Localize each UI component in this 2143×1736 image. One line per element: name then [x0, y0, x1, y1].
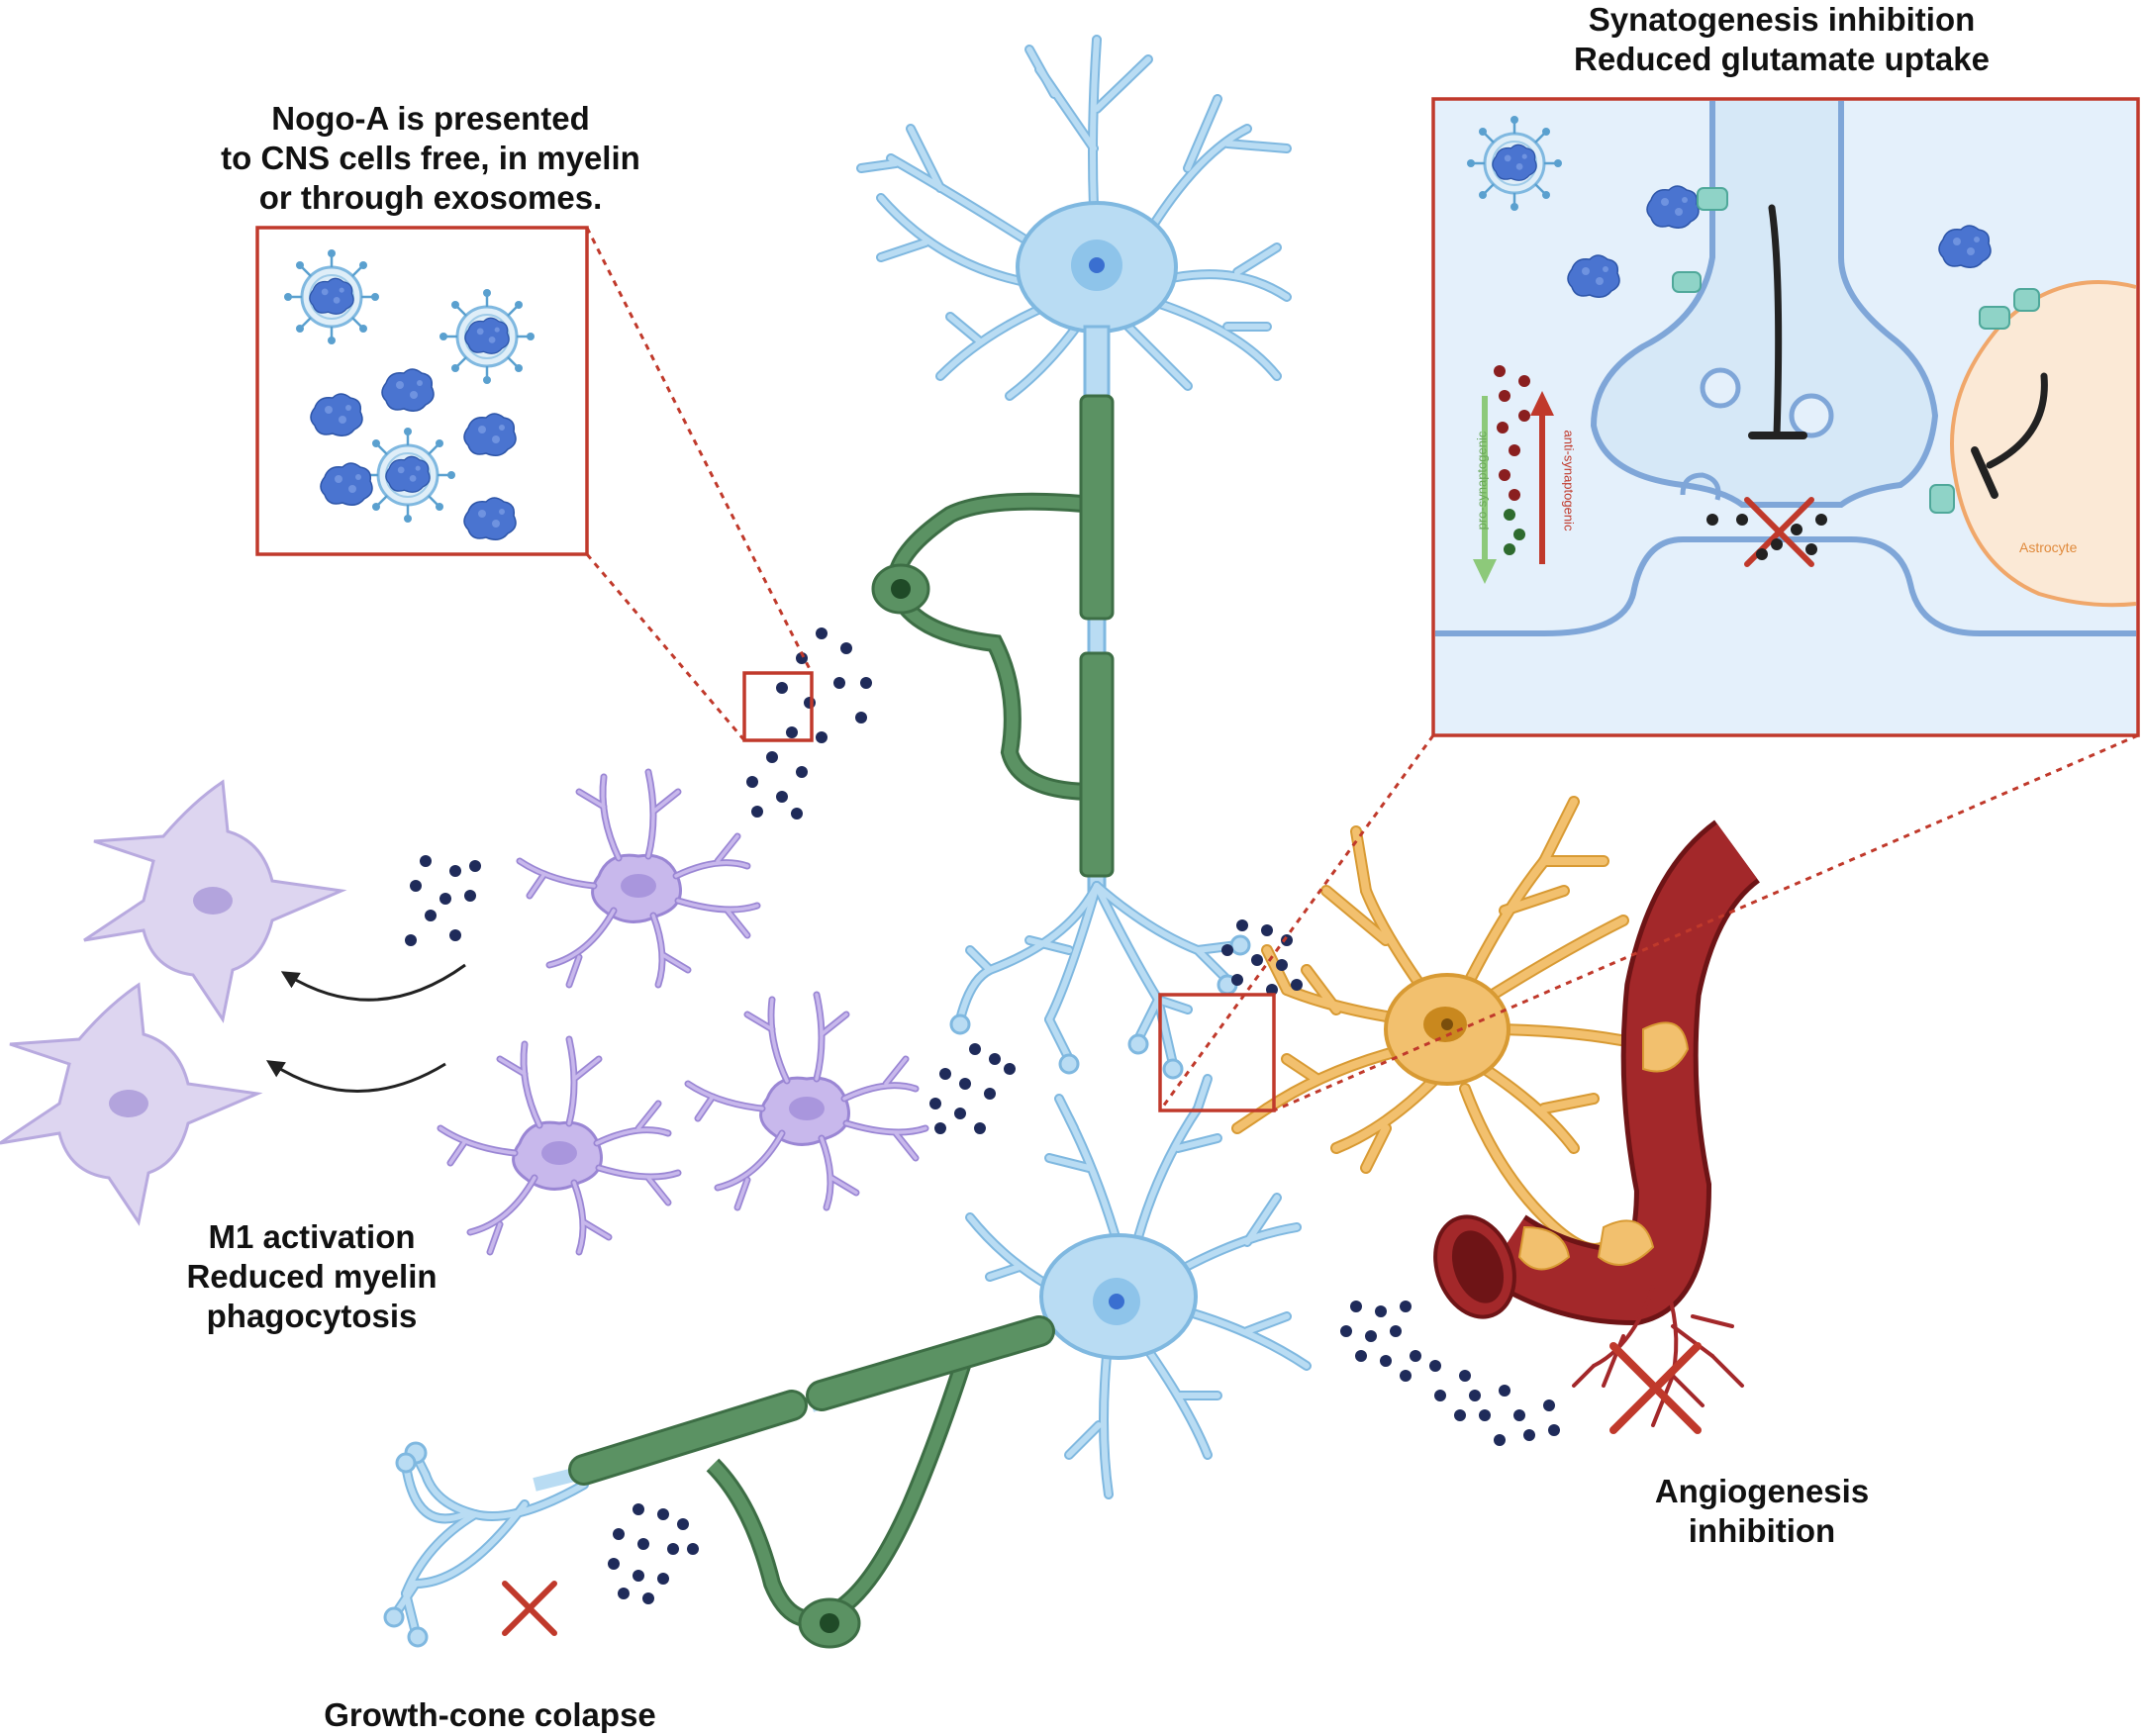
- m1-label-line3: phagocytosis: [206, 1298, 418, 1334]
- angio-label-line1: Angiogenesis: [1654, 1473, 1870, 1509]
- angio-label-line2: inhibition: [1688, 1512, 1836, 1549]
- microglia-right: [688, 995, 925, 1207]
- activation-arrow-bottom: [265, 1060, 446, 1093]
- bottom-oligodendrocyte: [568, 1315, 1055, 1649]
- synapse-inset-connectors: [1158, 733, 2139, 1112]
- synapse-inset-content: [1435, 101, 2137, 636]
- microglia-top: [520, 772, 757, 985]
- anti-synaptogenic-label: anti-synaptogenic: [1561, 430, 1577, 531]
- synapto-label: Synatogenesis inhibition Reduced glutama…: [1544, 0, 2019, 79]
- synapse-source-box: [1158, 993, 1276, 1112]
- m1-microglia-bottom: [0, 983, 259, 1224]
- nogo-inset-connectors: [585, 227, 814, 741]
- growth-label: Growth-cone colapse: [324, 1696, 656, 1733]
- angio-label: Angiogenesis inhibition: [1604, 1472, 1920, 1551]
- nogo-label-line2: to CNS cells free, in myelin: [221, 140, 640, 176]
- synapto-label-line1: Synatogenesis inhibition: [1588, 1, 1976, 38]
- bottom-neuron: [383, 1074, 1312, 1648]
- nogo-label: Nogo-A is presented to CNS cells free, i…: [203, 99, 658, 218]
- nogo-source-box: [742, 671, 814, 742]
- astrocyte-label: Astrocyte: [2019, 539, 2078, 555]
- m1-label-line2: Reduced myelin: [186, 1258, 438, 1295]
- astrocyte-cell: [1231, 796, 1669, 1255]
- microglia-left: [440, 1039, 678, 1252]
- m1-label: M1 activation Reduced myelin phagocytosi…: [148, 1217, 475, 1336]
- nogo-label-line3: or through exosomes.: [258, 179, 603, 216]
- top-neuron: [856, 35, 1292, 1080]
- m1-label-line1: M1 activation: [208, 1218, 416, 1255]
- pro-synaptogenic-label: pro-synaptogenic: [1474, 431, 1490, 530]
- nogo-label-line1: Nogo-A is presented: [271, 100, 590, 137]
- growth-cone-x-icon: [502, 1581, 557, 1636]
- synapto-label-line2: Reduced glutamate uptake: [1574, 41, 1990, 77]
- nogo-dots: [405, 627, 1560, 1604]
- top-oligodendrocyte: [871, 394, 1115, 878]
- activation-arrow-top: [280, 963, 466, 1002]
